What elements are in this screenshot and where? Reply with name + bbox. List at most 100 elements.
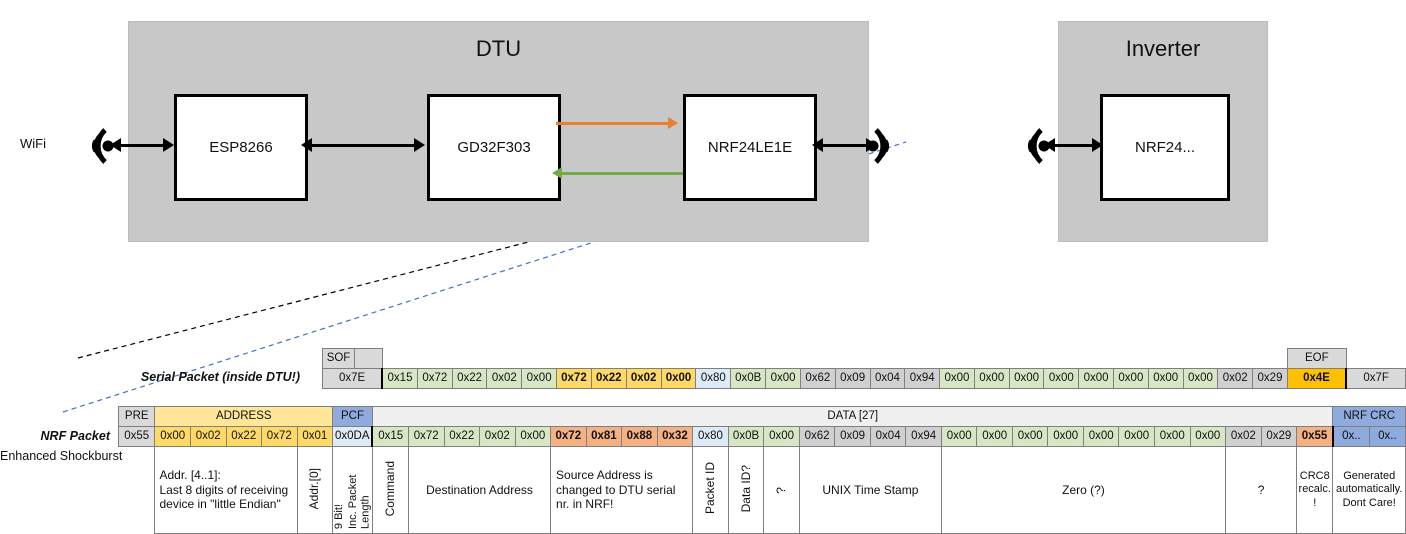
serial-byte-5: 0x72 xyxy=(556,368,592,389)
wifi-esp-link xyxy=(113,144,171,147)
gd32-nrf-orange-line xyxy=(556,122,676,125)
nrf-data-byte-20: 0x00 xyxy=(1082,426,1120,447)
desc-source: Source Address is changed to DTU serial … xyxy=(550,446,694,534)
desc-unknown1-text: ? xyxy=(774,487,789,494)
desc-address-text: Addr. [4..1]:Last 8 digits of receiving … xyxy=(159,468,289,512)
nrf-data-byte-5: 0x72 xyxy=(550,426,587,447)
serial-byte-6: 0x22 xyxy=(590,368,627,389)
nrf-packet-row-label: NRF Packet xyxy=(40,429,110,443)
nrf-address-byte-2: 0x22 xyxy=(225,426,263,447)
serial-byte-9: 0x80 xyxy=(695,368,732,389)
serial-byte-14: 0x04 xyxy=(869,368,906,389)
wifi-label: WiFi xyxy=(20,136,46,151)
nrf-data-byte-24: 0x02 xyxy=(1225,426,1262,447)
nrf-data-byte-25: 0x29 xyxy=(1260,426,1298,447)
nrf-crc-header: NRF CRC xyxy=(1332,406,1406,427)
wifi-esp-arrowhead-left xyxy=(110,138,121,152)
nrf-crc-byte-1: 0x.. xyxy=(1368,426,1406,447)
inverter-antenna-link xyxy=(1049,144,1101,147)
desc-pcf-line2: Inc. Packet Length xyxy=(346,474,372,529)
dtu-title: DTU xyxy=(475,36,522,61)
serial-byte-19: 0x00 xyxy=(1043,368,1080,389)
serial-byte-17: 0x00 xyxy=(973,368,1010,389)
nrf-data-byte-11: 0x00 xyxy=(763,426,800,447)
serial-byte-11: 0x00 xyxy=(765,368,801,389)
dtu-rf-antenna-icon xyxy=(867,128,890,164)
nrf-data-byte-10: 0x0B xyxy=(727,426,765,447)
nrf-address-byte-0: 0x00 xyxy=(154,426,191,447)
serial-byte-16: 0x00 xyxy=(939,368,975,389)
desc-packet-id: Packet ID xyxy=(692,446,729,534)
nrf-gd32-green-line xyxy=(560,172,683,175)
serial-byte-25: 0x29 xyxy=(1252,368,1288,389)
chip-nrf24le1e-label: NRF24LE1E xyxy=(707,139,793,156)
chip-nrf24-inverter: NRF24... xyxy=(1100,94,1230,201)
desc-pre-blank xyxy=(119,447,155,534)
serial-header-row: SOF EOF xyxy=(321,348,1406,369)
serial-packet-row-label: Serial Packet (inside DTU!) xyxy=(140,370,300,384)
nrf-antenna-arrowhead-left xyxy=(812,138,823,152)
nrf-data-byte-9: 0x80 xyxy=(692,426,729,447)
enhanced-shockburst-label: Enhanced Shockburst xyxy=(0,449,123,463)
inverter-antenna-arrowhead-right xyxy=(1092,138,1103,152)
nrf-data-byte-23: 0x00 xyxy=(1189,426,1227,447)
nrf-address-byte-1: 0x02 xyxy=(189,426,227,447)
serial-byte-3: 0x02 xyxy=(486,368,523,389)
serial-byte-24: 0x02 xyxy=(1217,368,1254,389)
esp-gd32-link xyxy=(308,144,422,147)
chip-esp8266-label: ESP8266 xyxy=(209,139,273,156)
serial-byte-12: 0x62 xyxy=(799,368,836,389)
nrf-data-byte-13: 0x09 xyxy=(834,426,871,447)
desc-crc8: CRC8 recalc. ! xyxy=(1296,446,1334,534)
desc-data-id: Data ID? xyxy=(727,446,765,534)
diagram-canvas: DTU WiFi ESP8266 GD32F303 NRF24LE1E Inv xyxy=(0,21,1406,534)
nrf-address-header: ADDRESS xyxy=(154,406,334,427)
desc-destination: Destination Address xyxy=(407,446,552,534)
desc-destination-text: Destination Address xyxy=(426,482,533,497)
nrf-pre-header: PRE xyxy=(117,406,156,427)
chip-esp8266: ESP8266 xyxy=(174,94,308,201)
serial-byte-20: 0x00 xyxy=(1078,368,1114,389)
desc-unix-text: UNIX Time Stamp xyxy=(822,482,919,497)
nrf-data-byte-16: 0x00 xyxy=(940,426,978,447)
desc-source-text: Source Address is changed to DTU serial … xyxy=(556,468,676,512)
nrf-data-byte-6: 0x81 xyxy=(585,426,623,447)
nrf-description-row: Addr. [4..1]:Last 8 digits of receiving … xyxy=(119,446,1406,534)
desc-packet-id-text: Packet ID xyxy=(703,462,718,515)
chip-nrf24-inverter-label: NRF24... xyxy=(1134,139,1195,156)
nrf-address-byte-3: 0x72 xyxy=(261,426,298,447)
nrf-data-byte-14: 0x04 xyxy=(869,426,907,447)
wifi-antenna-icon xyxy=(91,128,114,164)
nrf-data-byte-26: 0x55 xyxy=(1296,426,1334,447)
wifi-esp-arrowhead-right xyxy=(163,138,174,152)
desc-zero: Zero (?) xyxy=(940,446,1227,534)
esp-gd32-arrowhead-right xyxy=(414,138,425,152)
nrf-data-byte-21: 0x00 xyxy=(1118,426,1155,447)
desc-unix-timestamp: UNIX Time Stamp xyxy=(798,446,942,534)
nrf-address-byte-4: 0x01 xyxy=(296,426,334,447)
nrf-antenna-link xyxy=(817,144,875,147)
desc-crc-auto-text: Generated automatically. Dont Care! xyxy=(1335,469,1403,509)
serial-byte-7: 0x02 xyxy=(625,368,662,389)
inverter-antenna-arrowhead-left xyxy=(1044,138,1055,152)
chip-gd32f303: GD32F303 xyxy=(427,94,561,201)
desc-command-text: Command xyxy=(383,460,398,516)
serial-byte-18: 0x00 xyxy=(1008,368,1045,389)
serial-header-blank xyxy=(382,349,1287,369)
serial-byte-8: 0x00 xyxy=(660,368,697,389)
nrf-crc-byte-0: 0x.. xyxy=(1332,426,1370,447)
serial-byte-23: 0x00 xyxy=(1182,368,1219,389)
nrf-pre-value: 0x55 xyxy=(117,426,156,447)
gd32-nrf-orange-arrowhead xyxy=(668,117,678,129)
nrf-gd32-green-arrowhead xyxy=(552,167,562,179)
desc-addr0-text: Addr.[0] xyxy=(307,467,322,509)
serial-byte-4: 0x00 xyxy=(521,368,558,389)
inverter-title: Inverter xyxy=(1125,36,1201,61)
desc-unknown2-text: ? xyxy=(1257,482,1265,497)
serial-byte-26: 0x4E xyxy=(1286,368,1348,389)
desc-addr0: Addr.[0] xyxy=(296,446,334,534)
esp-gd32-arrowhead-left xyxy=(301,138,312,152)
serial-header-spacer xyxy=(354,348,383,369)
